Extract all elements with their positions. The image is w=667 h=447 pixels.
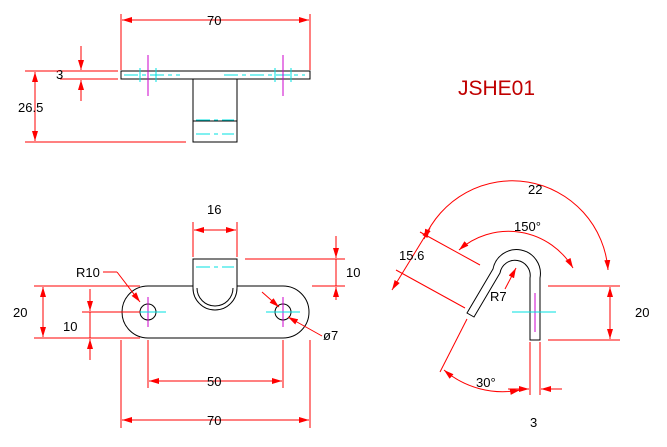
top-width-label: 70 — [207, 13, 221, 28]
leader-line — [261, 291, 280, 308]
tab-body — [192, 258, 238, 311]
tab-inner-arc — [196, 287, 234, 307]
hole-offset-label: 10 — [63, 319, 77, 334]
leader-line — [116, 271, 141, 303]
bend-radius-label: R7 — [490, 289, 507, 304]
front-height-label: 20 — [13, 305, 27, 320]
angle-dim-150 — [458, 230, 574, 269]
hole-spacing-label: 50 — [207, 374, 221, 389]
front-tab-height-label: 10 — [346, 265, 360, 280]
side-view: 22 150° 15.6 R7 20 30° 3 — [391, 180, 649, 430]
ext-line — [439, 318, 468, 373]
base-angle-label: 30° — [476, 375, 496, 390]
top-height-label: 26.5 — [18, 100, 43, 115]
part-number-title: JSHE01 — [458, 77, 535, 100]
arc-dim-22 — [423, 180, 611, 271]
front-tab-width-label: 16 — [207, 202, 221, 217]
top-thickness-label: 3 — [56, 67, 63, 82]
side-thickness-label: 3 — [530, 415, 537, 430]
radius-label: R10 — [76, 265, 100, 280]
leader-line — [287, 316, 323, 337]
leader-line — [504, 267, 517, 290]
ext-line — [419, 231, 481, 266]
flange-outline — [121, 285, 310, 339]
dim-line — [391, 227, 431, 291]
arc-length-label: 22 — [528, 182, 542, 197]
tab-body — [192, 78, 238, 143]
side-height-label: 20 — [635, 305, 649, 320]
angle-dim-30 — [443, 369, 521, 395]
ext-line — [395, 269, 466, 309]
angle-label: 150° — [514, 219, 541, 234]
front-view: 16 10 R10 20 10 — [13, 202, 360, 428]
front-width-label: 70 — [207, 413, 221, 428]
top-view: 70 3 26.5 — [18, 13, 311, 143]
hole-dia-label: ø7 — [323, 328, 338, 343]
side-length-label: 15.6 — [399, 248, 424, 263]
